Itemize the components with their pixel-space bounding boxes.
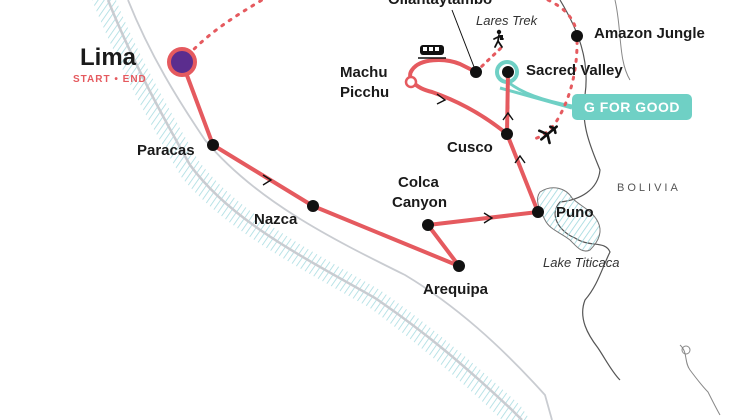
stop-ollantaytambo xyxy=(470,66,482,78)
hiker-icon xyxy=(493,29,504,48)
stop-puno xyxy=(532,206,544,218)
route-arrow xyxy=(483,212,494,224)
label-lima: Lima xyxy=(80,44,137,71)
lake-titicaca-shape xyxy=(537,187,601,252)
label-amazon-jungle: Amazon Jungle xyxy=(594,25,705,42)
label-lima-note: START • END xyxy=(73,74,147,85)
label-colca-1: Colca xyxy=(398,174,439,191)
g-for-good-badge: G FOR GOOD xyxy=(572,94,692,120)
route-main xyxy=(180,60,540,268)
train-icon xyxy=(418,45,446,59)
route-arrow xyxy=(436,93,447,105)
label-lake-titicaca: Lake Titicaca xyxy=(543,255,620,270)
plane-icon xyxy=(537,125,558,145)
route-arrow xyxy=(502,111,514,121)
stop-colca-canyon xyxy=(422,219,434,231)
coastal-water xyxy=(92,0,530,420)
stop-sacred-valley xyxy=(502,66,514,78)
route-machu-picchu xyxy=(408,58,509,136)
route-arrow xyxy=(514,154,526,164)
label-paracas: Paracas xyxy=(137,142,195,159)
stop-cusco xyxy=(501,128,513,140)
country-border xyxy=(554,0,621,381)
label-arequipa: Arequipa xyxy=(423,281,489,298)
label-colca-2: Canyon xyxy=(392,194,448,211)
label-lares-trek: Lares Trek xyxy=(476,13,538,28)
ollantaytambo-leader xyxy=(451,9,477,73)
stop-amazon-jungle xyxy=(571,30,583,42)
inland-boundary xyxy=(127,0,553,420)
coastline xyxy=(106,0,523,420)
route-dashed-lima-north xyxy=(180,0,264,64)
stop-machu-picchu xyxy=(404,75,418,89)
stop-arequipa xyxy=(453,260,465,272)
label-machu-picchu-1: Machu xyxy=(340,64,388,81)
label-bolivia: BOLIVIA xyxy=(617,182,681,194)
lima-marker xyxy=(167,47,197,77)
label-machu-picchu-2: Picchu xyxy=(340,84,390,101)
label-cusco: Cusco xyxy=(447,139,493,156)
label-sacred-valley: Sacred Valley xyxy=(526,62,623,79)
stop-paracas xyxy=(207,139,219,151)
label-ollantaytambo: Ollantaytambo xyxy=(388,0,492,9)
route-arrow xyxy=(262,174,273,186)
stop-nazca xyxy=(307,200,319,212)
label-nazca: Nazca xyxy=(254,211,298,228)
label-puno: Puno xyxy=(556,204,594,221)
